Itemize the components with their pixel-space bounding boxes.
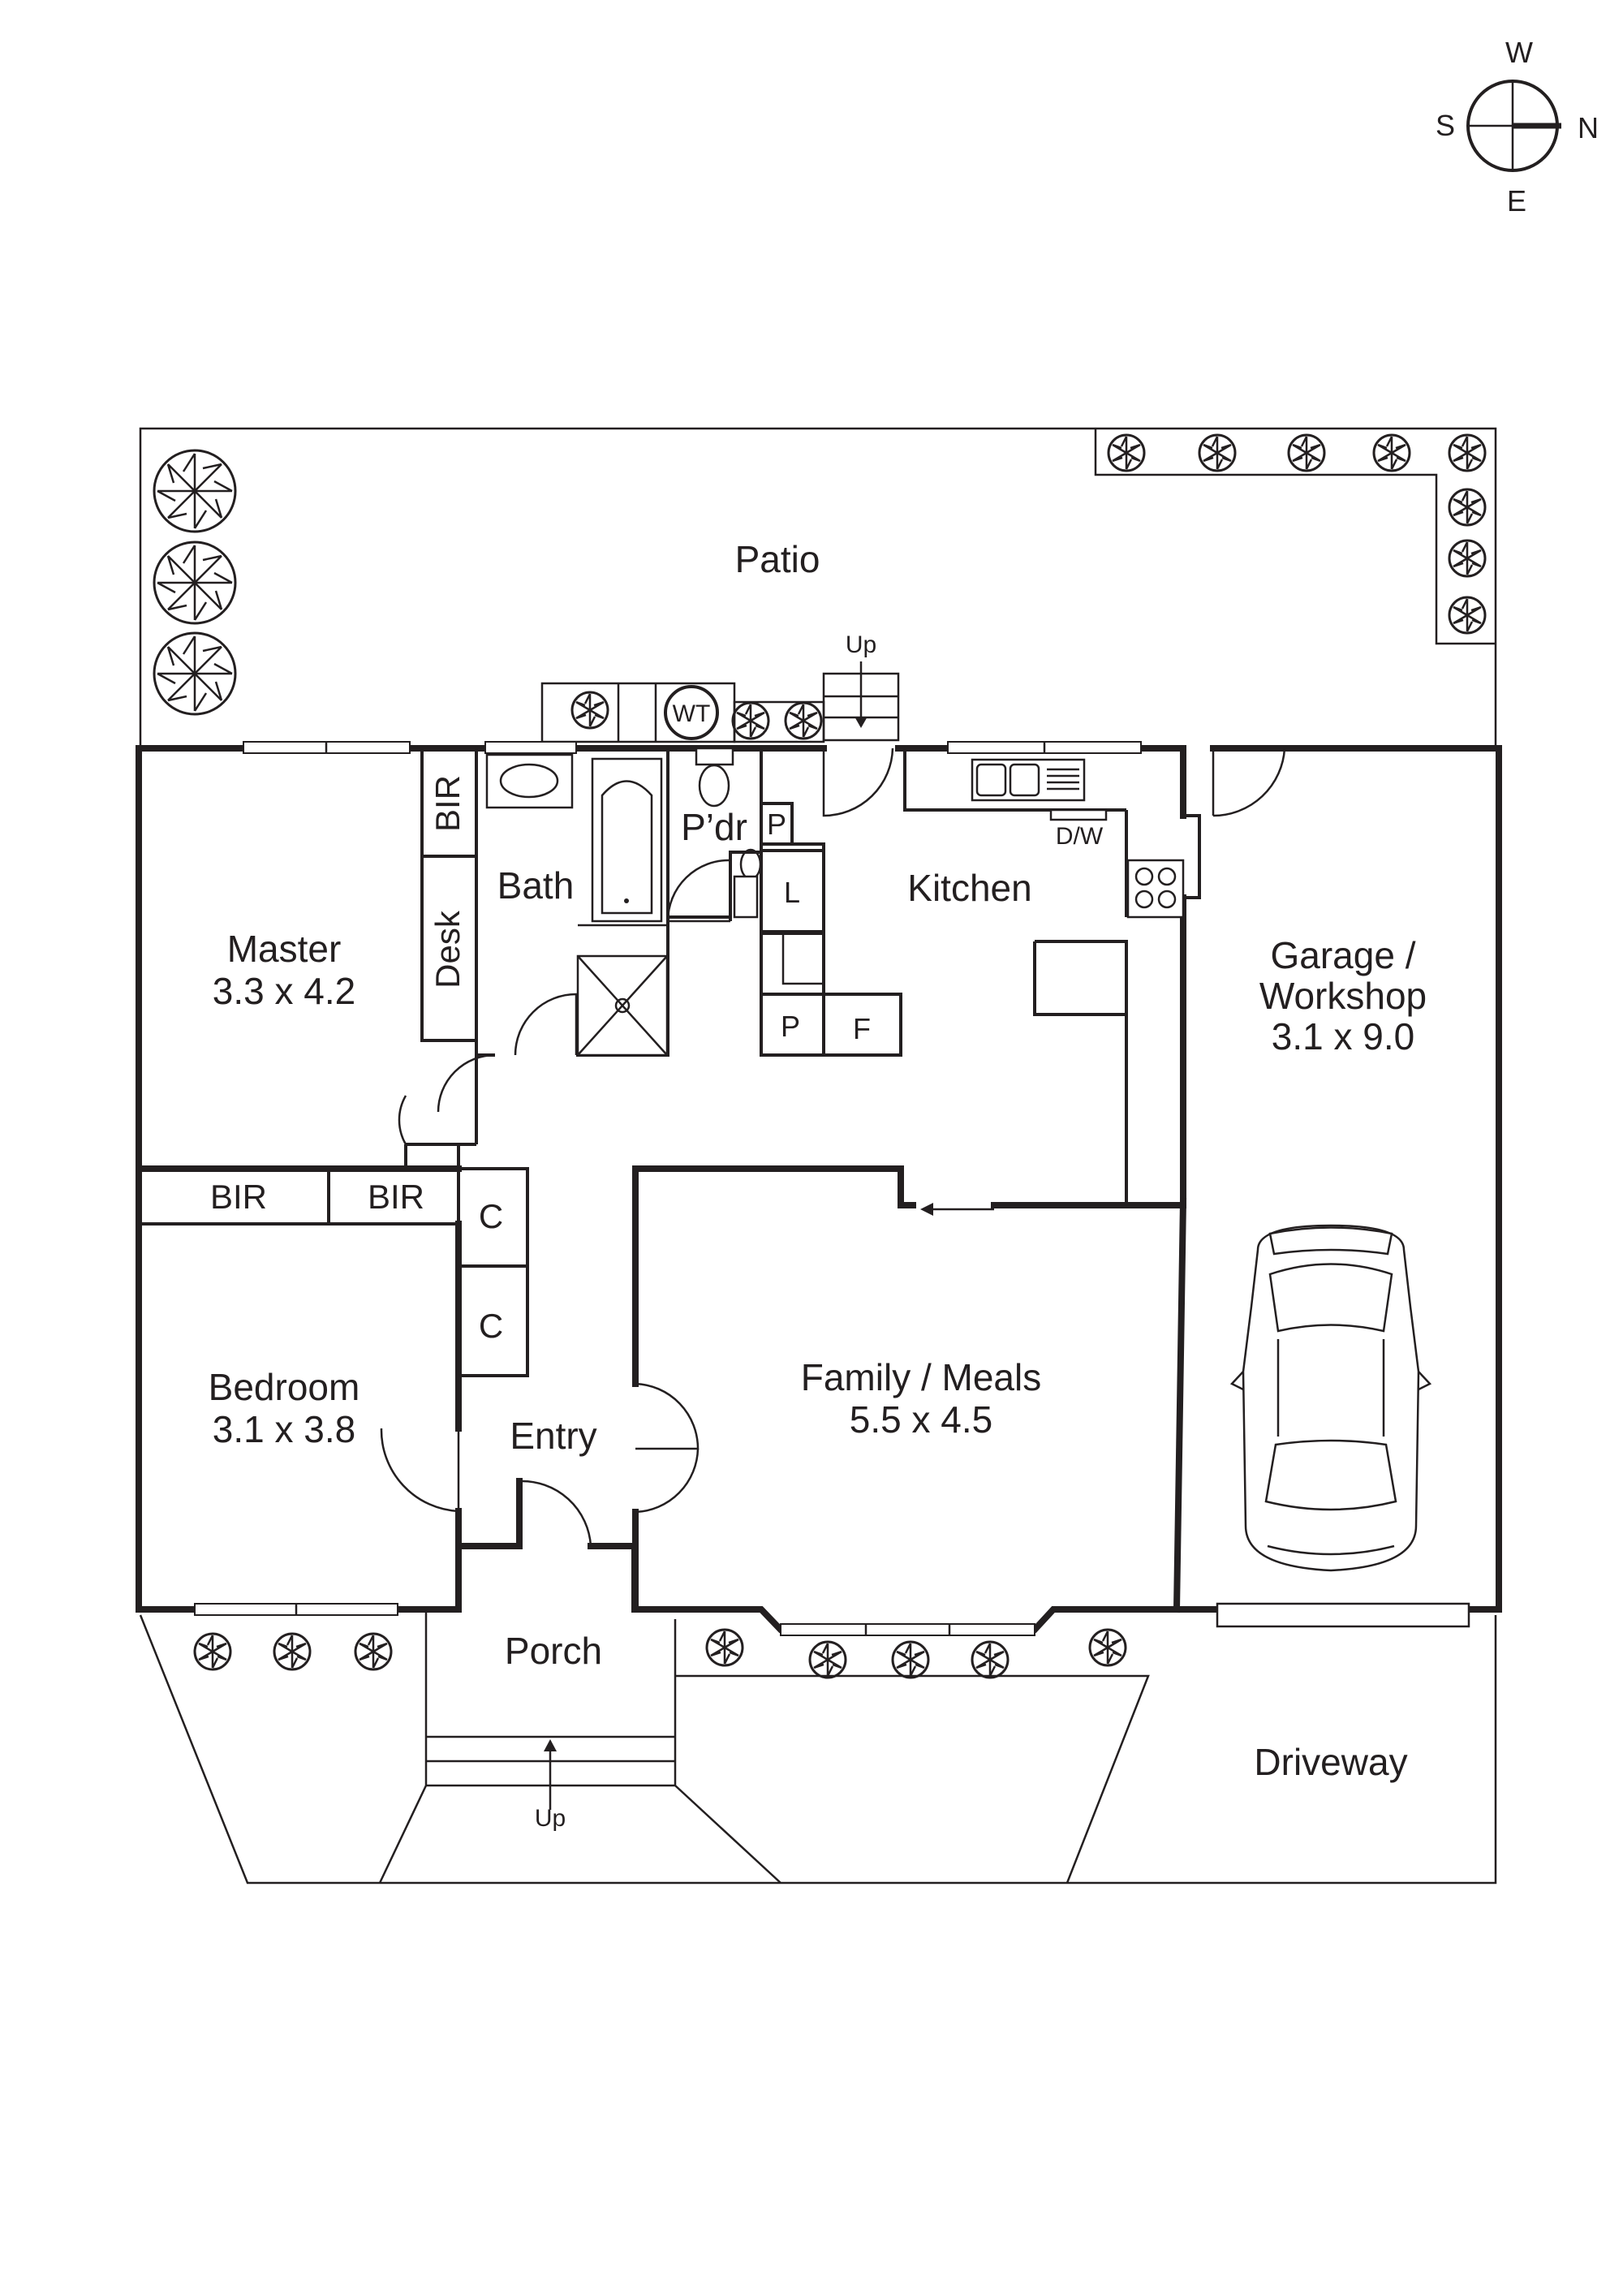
- compass-w-label: W: [1505, 36, 1533, 69]
- garage-label-line2: Workshop: [1259, 975, 1427, 1017]
- front-yard: [139, 1609, 1497, 1885]
- water-tank: WT: [664, 685, 719, 740]
- cupboard-label-2: C: [479, 1307, 503, 1345]
- garage-dims: 3.1 x 9.0: [1272, 1015, 1414, 1058]
- compass-rose: W S N E: [1436, 36, 1599, 218]
- bedroom-label: Bedroom: [209, 1366, 360, 1408]
- compass-n-label: N: [1578, 111, 1599, 144]
- compass-s-label: S: [1436, 109, 1455, 142]
- master-label: Master: [227, 928, 342, 970]
- bath-label: Bath: [497, 864, 575, 907]
- driveway-label: Driveway: [1254, 1741, 1407, 1783]
- room-labels: Master 3.3 x 4.2 Bath P’dr Kitchen Garag…: [209, 806, 1427, 1783]
- planter-boxes: [540, 682, 825, 743]
- water-tank-label: WT: [673, 700, 711, 727]
- dishwasher-label: D/W: [1056, 823, 1104, 850]
- compass-e-label: E: [1507, 184, 1526, 218]
- kitchen-fixtures: [920, 758, 1185, 1216]
- linen-label: L: [784, 876, 800, 909]
- bir-label-left: BIR: [210, 1178, 267, 1216]
- garage-label-line1: Garage /: [1271, 934, 1416, 976]
- bedroom-dims: 3.1 x 3.8: [213, 1408, 355, 1450]
- family-meals-label: Family / Meals: [801, 1356, 1041, 1398]
- rear-steps: Up: [822, 631, 900, 742]
- windows: [194, 741, 1470, 1636]
- porch-label: Porch: [505, 1630, 602, 1672]
- bathroom-fixtures: [485, 747, 762, 1057]
- car-icon: [1229, 1224, 1432, 1572]
- kitchen-label: Kitchen: [907, 867, 1031, 909]
- entry-label: Entry: [510, 1415, 596, 1457]
- desk-label: Desk: [428, 910, 467, 989]
- family-meals-dims: 5.5 x 4.5: [850, 1398, 992, 1441]
- fridge-label: F: [853, 1012, 871, 1045]
- front-steps-up-label: Up: [535, 1805, 566, 1832]
- powder-label: P’dr: [681, 806, 747, 848]
- bir-label-master: BIR: [428, 775, 467, 832]
- cupboard-label-1: C: [479, 1197, 503, 1235]
- pantry-label-lower: P: [781, 1010, 800, 1043]
- front-steps: Up: [426, 1735, 675, 1832]
- master-dims: 3.3 x 4.2: [213, 970, 355, 1012]
- patio-label: Patio: [735, 538, 820, 580]
- site-boundary: [139, 427, 1497, 747]
- rear-steps-up-label: Up: [846, 631, 876, 658]
- bir-label-right: BIR: [368, 1178, 424, 1216]
- pantry-label-upper: P: [767, 808, 786, 841]
- fixture-labels: BIR Desk BIR BIR C C P L P F D/W: [210, 775, 1104, 1345]
- garden-trees: [153, 449, 237, 716]
- doors: [380, 747, 1286, 1547]
- interior-walls: [136, 748, 1201, 1613]
